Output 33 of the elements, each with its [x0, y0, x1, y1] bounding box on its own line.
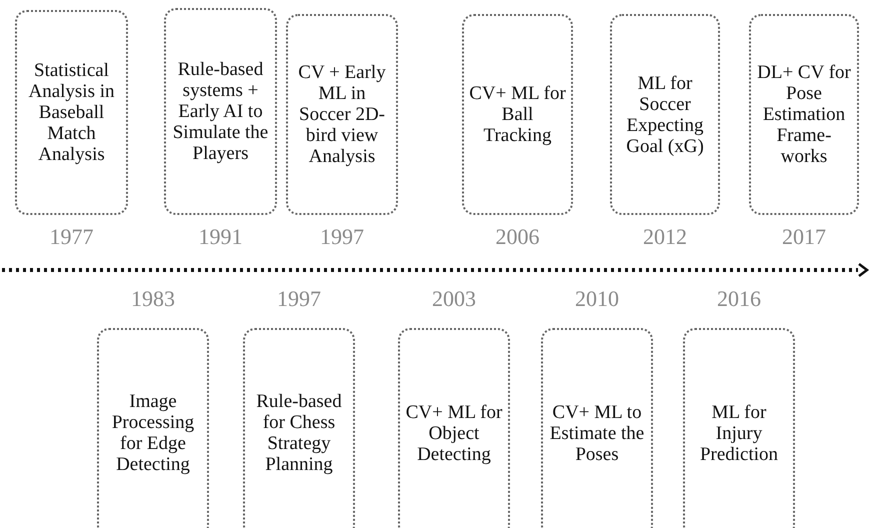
year-label: 1977	[48, 224, 94, 250]
milestone-text: Statistical Analysis in Baseball Match Analysis	[27, 60, 116, 165]
year-label: 2006	[494, 224, 540, 250]
milestone-box	[683, 328, 795, 528]
year-label: 2003	[431, 286, 477, 312]
year-label: 2017	[781, 224, 827, 250]
milestone-text: Image Processing for Edge Detecting	[110, 391, 196, 475]
milestone-box	[610, 14, 720, 215]
milestone-text: CV+ ML for Object Detecting	[404, 402, 504, 464]
milestone-text: ML for Soccer Expecting Goal (xG)	[625, 72, 705, 156]
year-label: 1991	[198, 224, 244, 250]
milestone-text: Rule-based systems + Early AI to Simulate the Players	[172, 59, 270, 164]
milestone-box	[164, 8, 277, 215]
milestone-text: CV+ ML for Ball Tracking	[468, 83, 567, 146]
year-label: 1997	[276, 286, 322, 312]
milestone-text: CV+ ML to Estimate the Poses	[548, 402, 646, 464]
milestone-text: DL+ CV for Pose Estimation Frame-works	[756, 62, 852, 167]
milestone-box	[462, 14, 573, 215]
year-label: 2016	[716, 286, 762, 312]
milestone-box	[243, 328, 355, 528]
year-label: 2012	[642, 224, 688, 250]
milestone-box	[541, 328, 653, 528]
milestone-box	[749, 14, 859, 215]
milestone-text: Rule-based for Chess Strategy Planning	[255, 391, 343, 475]
milestone-box	[97, 328, 209, 528]
year-label: 1997	[319, 224, 365, 250]
milestone-text: CV + Early ML in Soccer 2D-bird view Analysis	[297, 62, 387, 167]
milestone-box	[15, 10, 128, 215]
milestone-box	[398, 328, 510, 528]
year-label: 1983	[130, 286, 176, 312]
milestone-text: ML for Injury Prediction	[698, 402, 780, 464]
year-label: 2010	[574, 286, 620, 312]
milestone-box	[286, 14, 398, 215]
